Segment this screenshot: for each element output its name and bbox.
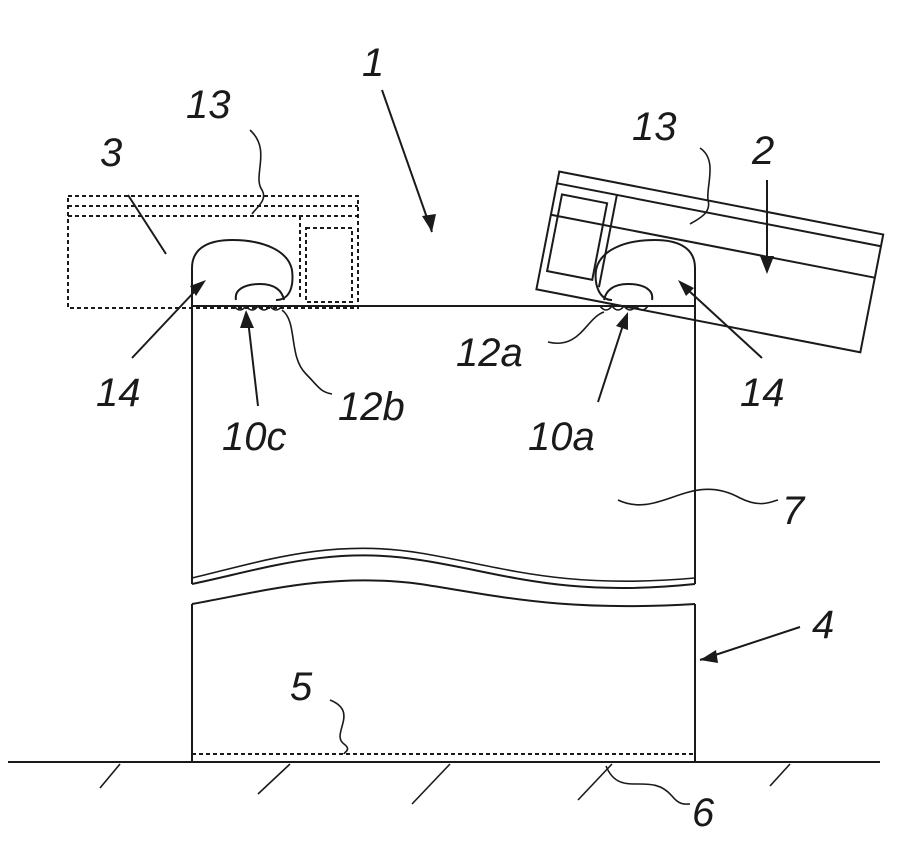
label-14-left: 14 — [96, 371, 141, 415]
label-12b: 12b — [338, 385, 405, 429]
label-7: 7 — [782, 489, 806, 533]
clip-left — [68, 196, 358, 308]
label-6: 6 — [692, 791, 715, 835]
label-4: 4 — [812, 603, 834, 647]
label-14-right: 14 — [740, 371, 785, 415]
hook-right — [596, 240, 695, 310]
label-13-left: 13 — [186, 83, 231, 127]
label-13-right: 13 — [632, 105, 677, 149]
body-lower — [192, 580, 695, 762]
label-10a: 10a — [528, 415, 595, 459]
label-12a: 12a — [456, 331, 523, 375]
label-5: 5 — [290, 665, 313, 709]
label-2: 2 — [751, 129, 774, 173]
ground — [8, 762, 880, 804]
label-10c: 10c — [222, 415, 287, 459]
label-3: 3 — [100, 131, 122, 175]
label-1: 1 — [362, 41, 384, 85]
labels: 1 13 3 13 2 14 10c 12b 12a 10a 14 7 4 5 … — [96, 41, 834, 835]
hook-left — [192, 240, 292, 310]
